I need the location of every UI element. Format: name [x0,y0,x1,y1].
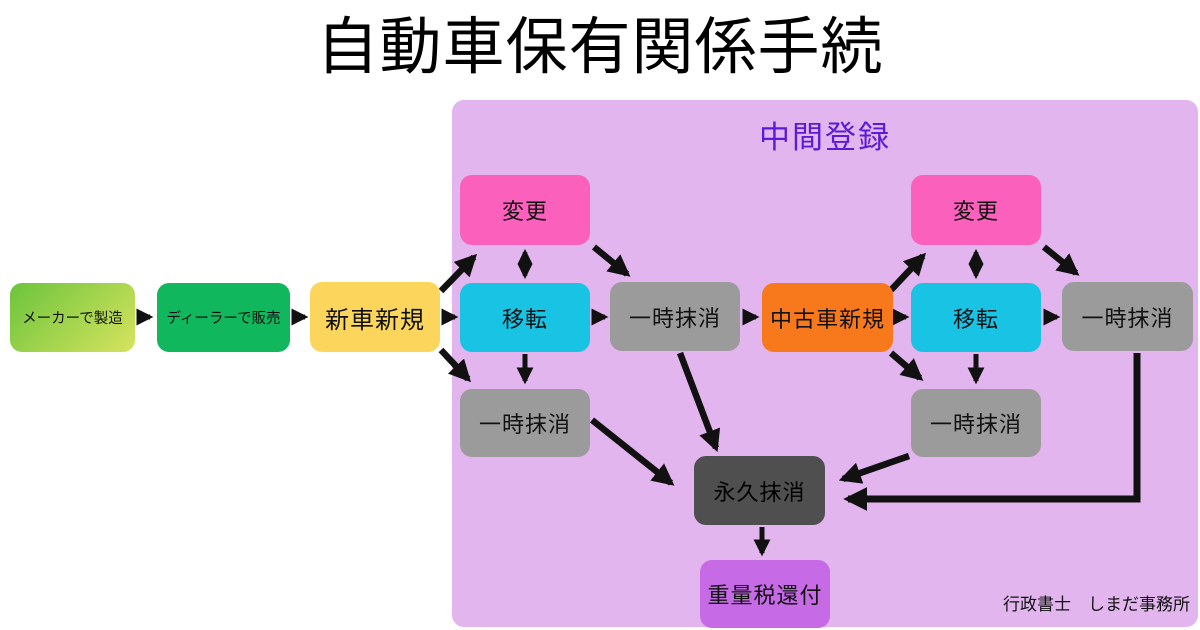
node-temporary-deletion-far-right: 一時抹消 [1062,282,1193,351]
node-permanent-deletion: 永久抹消 [694,456,825,525]
node-new-car-registration: 新車新規 [310,282,440,352]
node-transfer-right: 移転 [911,283,1041,352]
footer-credit: 行政書士 しまだ事務所 [1003,595,1190,615]
node-temporary-deletion-mid-left: 一時抹消 [610,282,740,351]
node-change-right: 変更 [911,175,1041,245]
region-title: 中間登録 [759,120,891,156]
node-temporary-deletion-lower-right: 一時抹消 [911,389,1041,457]
node-transfer-left: 移転 [460,283,590,352]
node-sold-by-dealer: ディーラーで販売 [157,283,290,352]
node-weight-tax-refund: 重量税還付 [700,560,830,628]
page-title: 自動車保有関係手続 [316,10,884,83]
node-temporary-deletion-lower-left: 一時抹消 [460,389,590,457]
node-used-car-registration: 中古車新規 [762,283,893,352]
node-change-left: 変更 [460,175,590,245]
node-manufactured-by-maker: メーカーで製造 [10,283,135,352]
